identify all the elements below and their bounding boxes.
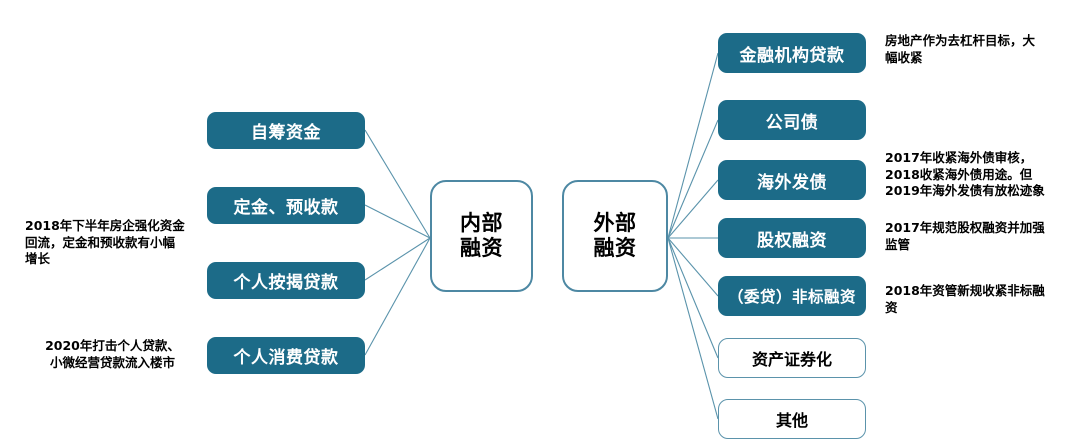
node-overseas-bond-issuance[interactable]: 海外发债: [718, 160, 866, 200]
annotation-line: 幅收紧: [885, 49, 923, 65]
node-self-raised-funds[interactable]: 自筹资金: [207, 112, 365, 149]
node-other[interactable]: 其他: [718, 399, 866, 439]
annotation-line: 资: [885, 299, 898, 315]
edge-other: [667, 237, 719, 420]
node-asset-securitization[interactable]: 资产证券化: [718, 338, 866, 378]
node-deposit-prepayment[interactable]: 定金、预收款: [207, 187, 365, 224]
hub-internal-financing[interactable]: 内部 融资: [430, 180, 533, 292]
edge-entrusted-loan-nonstandard-financing: [667, 237, 719, 297]
annotation-line: 2019年海外发债有放松迹象: [885, 183, 1045, 199]
annotation-line: 2018收紧海外债用途。但: [885, 166, 1033, 182]
annotation-entrusted-loan-nonstandard-financing: 2018年资管新规收紧非标融 资: [885, 283, 1070, 316]
edge-personal-consumer-loan: [364, 237, 431, 356]
hub-external-line2: 融资: [593, 236, 637, 260]
node-personal-consumer-loan[interactable]: 个人消费贷款: [207, 337, 365, 374]
edge-financial-institution-loan: [667, 52, 719, 239]
hub-internal-line2: 融资: [460, 236, 503, 260]
edge-asset-securitization: [667, 237, 719, 359]
annotation-line: 小微经营贷款流入楼市: [49, 354, 175, 370]
hub-internal-line1: 内部: [460, 211, 503, 236]
hub-external-line1: 外部: [593, 211, 637, 236]
annotation-line: 增长: [25, 251, 51, 267]
annotation-line: 2020年打击个人贷款、: [45, 338, 180, 353]
hub-external-financing-label: 外部 融资: [594, 211, 637, 261]
annotation-line: 2017年规范股权融资并加强: [885, 220, 1045, 235]
edge-self-raised-funds: [364, 129, 431, 239]
hub-internal-financing-label: 内部 融资: [460, 211, 503, 261]
node-entrusted-loan-nonstandard-financing[interactable]: （委贷）非标融资: [718, 276, 866, 316]
node-financial-institution-loan[interactable]: 金融机构贷款: [718, 33, 866, 73]
annotation-line: 回流，定金和预收款有小幅: [25, 234, 176, 250]
annotation-financial-institution-loan: 房地产作为去杠杆目标，大 幅收紧: [885, 33, 1063, 66]
node-corporate-bond[interactable]: 公司债: [718, 100, 866, 140]
edge-personal-mortgage-loan: [364, 237, 431, 281]
annotation-equity-financing: 2017年规范股权融资并加强 监管: [885, 220, 1070, 253]
node-personal-mortgage-loan[interactable]: 个人按揭贷款: [207, 262, 365, 299]
edge-deposit-prepayment: [364, 204, 431, 239]
annotation-line: 2018年资管新规收紧非标融: [885, 283, 1045, 298]
annotation-deposit-prepayment: 2018年下半年房企强化资金 回流，定金和预收款有小幅 增长: [25, 218, 200, 268]
annotation-line: 监管: [885, 236, 911, 252]
annotation-line: 2017年收紧海外债审核，: [885, 150, 1033, 165]
edge-overseas-bond-issuance: [667, 179, 719, 239]
annotation-overseas-bond-issuance: 2017年收紧海外债审核， 2018收紧海外债用途。但 2019年海外发债有放松…: [885, 150, 1070, 200]
annotation-line: 2018年下半年房企强化资金: [25, 218, 185, 233]
edge-corporate-bond: [667, 119, 719, 239]
annotation-line: 房地产作为去杠杆目标，大: [885, 33, 1036, 48]
hub-external-financing[interactable]: 外部 融资: [562, 180, 668, 292]
node-equity-financing[interactable]: 股权融资: [718, 218, 866, 258]
annotation-personal-consumer-loan: 2020年打击个人贷款、 小微经营贷款流入楼市: [25, 338, 200, 371]
